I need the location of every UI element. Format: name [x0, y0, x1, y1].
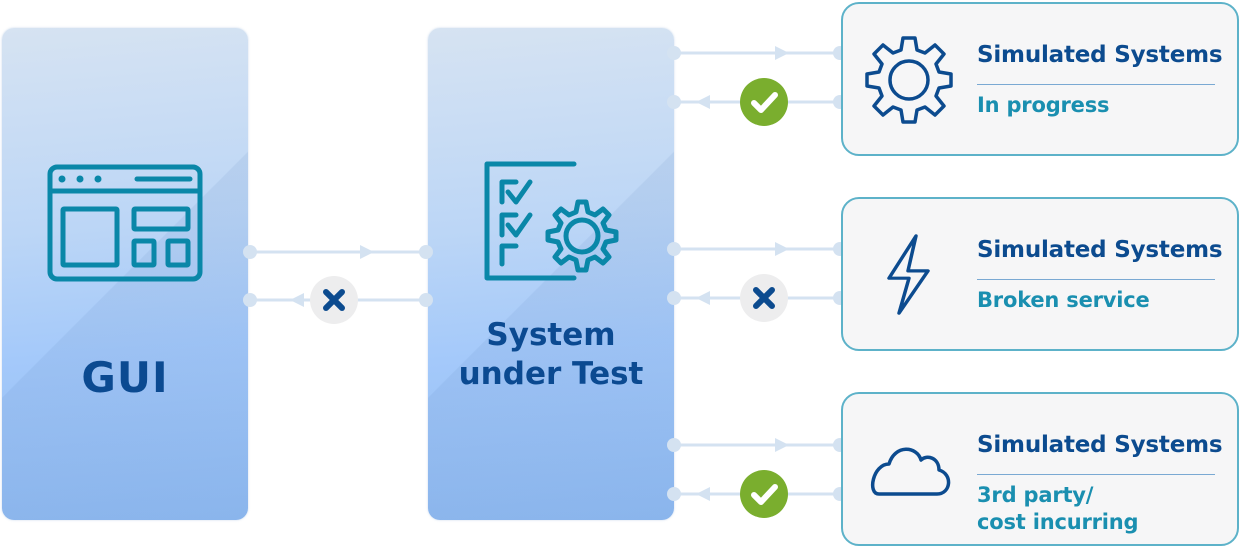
card-title: Simulated Systems: [977, 432, 1223, 458]
card-status: 3rd party/ cost incurring: [977, 482, 1139, 536]
arrow-left-icon: [696, 291, 710, 305]
failure-badge: [310, 276, 358, 324]
gear-icon: [865, 36, 953, 124]
success-badge-bg: [740, 78, 788, 126]
sut-title-line1: System: [486, 317, 616, 353]
connector-dot: [667, 242, 681, 256]
divider: [977, 474, 1215, 475]
simulated-system-card-broken-service: Simulated Systems Broken service: [841, 197, 1239, 351]
card-title: Simulated Systems: [977, 42, 1223, 68]
simulated-system-card-in-progress: Simulated Systems In progress: [841, 2, 1239, 156]
connector-dot: [419, 293, 433, 307]
arrow-left-icon: [290, 293, 304, 307]
close-x-icon: [323, 289, 345, 311]
simulated-system-card-3rd-party: Simulated Systems 3rd party/ cost incurr…: [841, 392, 1239, 546]
status-line: Broken service: [977, 288, 1150, 312]
sut-sim-connector: [667, 242, 847, 322]
success-badge: [740, 470, 788, 518]
sut-title: System under Test: [428, 316, 674, 394]
cloud-icon: [870, 447, 951, 496]
connector-dot: [667, 291, 681, 305]
gui-sut-connector: [243, 245, 433, 324]
arrow-left-icon: [696, 95, 710, 109]
success-badge-bg: [740, 470, 788, 518]
connector-dot: [667, 95, 681, 109]
arrow-left-icon: [696, 487, 710, 501]
card-status: Broken service: [977, 287, 1150, 314]
failure-badge: [740, 274, 788, 322]
connector-dot: [667, 438, 681, 452]
gui-title: GUI: [81, 353, 169, 402]
arrow-right-icon: [360, 245, 374, 259]
status-line: cost incurring: [977, 510, 1139, 534]
arrow-right-icon: [775, 438, 789, 452]
connector-dot: [419, 245, 433, 259]
close-x-icon: [753, 287, 775, 309]
divider: [977, 84, 1215, 85]
checklist-gear-icon: [484, 161, 619, 281]
connector-dot: [243, 293, 257, 307]
sut-sim-connector: [667, 46, 847, 126]
checkmark-icon: [751, 92, 778, 113]
connector-dot: [667, 46, 681, 60]
checkmark-icon: [751, 484, 778, 505]
sut-sim-connector: [667, 438, 847, 518]
divider: [977, 279, 1215, 280]
status-line: 3rd party/: [977, 483, 1094, 507]
sut-title-line2: under Test: [458, 356, 644, 392]
arrow-right-icon: [775, 242, 789, 256]
status-line: In progress: [977, 93, 1110, 117]
card-title: Simulated Systems: [977, 237, 1223, 263]
connector-dot: [243, 245, 257, 259]
success-badge: [740, 78, 788, 126]
card-status: In progress: [977, 92, 1110, 119]
arrow-right-icon: [775, 46, 789, 60]
browser-window-icon: [47, 164, 203, 282]
connector-dot: [667, 487, 681, 501]
lightning-icon: [887, 234, 930, 315]
